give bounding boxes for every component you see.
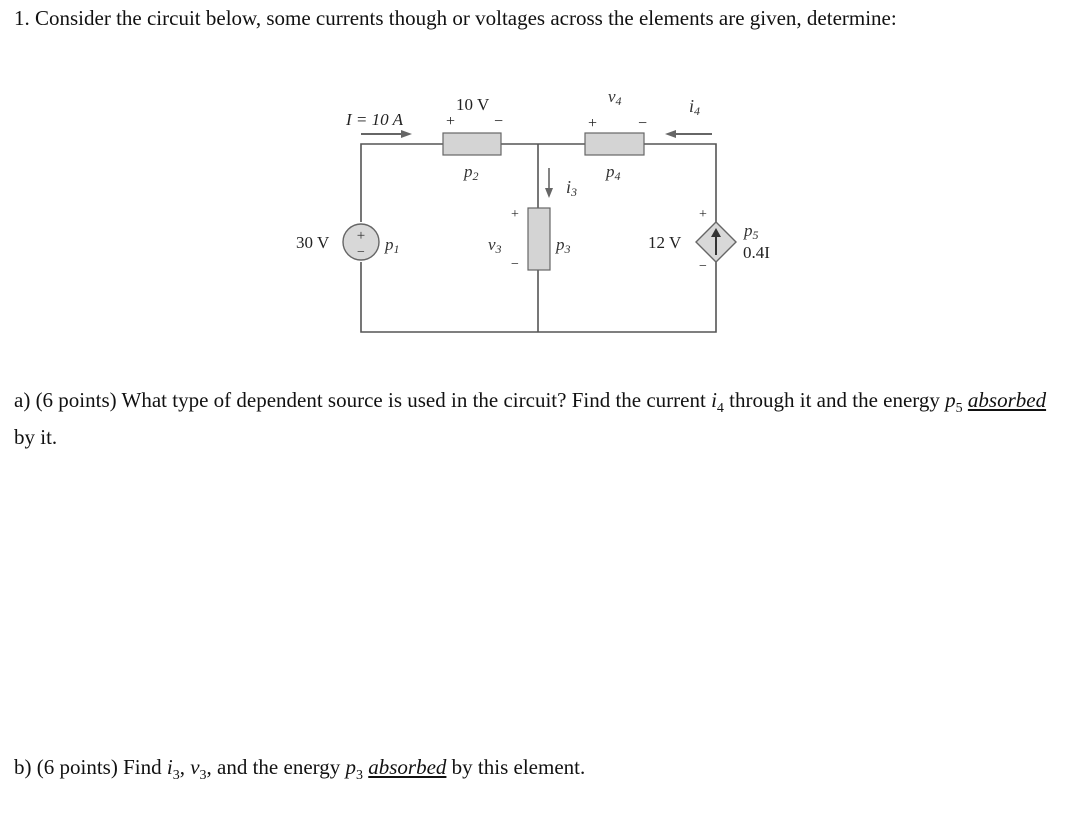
label-v5: 12 V xyxy=(648,233,682,252)
emphasis-absorbed-a: absorbed xyxy=(967,388,1047,412)
label-v4-minus: − xyxy=(638,115,647,132)
label-p2: p2 xyxy=(463,162,479,183)
problem-title: 1. Consider the circuit below, some curr… xyxy=(14,6,897,30)
label-v3-minus: − xyxy=(511,257,519,272)
label-v3: v3 xyxy=(488,235,502,256)
label-v2-minus: − xyxy=(494,113,503,130)
circuit-wires xyxy=(360,143,717,333)
label-v3-plus: + xyxy=(511,207,519,222)
label-v2-plus: + xyxy=(446,113,455,130)
emphasis-absorbed-b: absorbed xyxy=(368,755,447,779)
element-p4 xyxy=(584,132,645,156)
question-part-a: a) (6 points) What type of dependent sou… xyxy=(14,388,1047,450)
label-v5-plus: + xyxy=(699,207,707,222)
arrow-i4-icon xyxy=(665,130,712,138)
wire-left xyxy=(360,143,443,222)
source-plus-sign: + xyxy=(357,228,365,244)
dependent-source-arrow-head xyxy=(711,228,721,237)
label-i3: i3 xyxy=(566,177,577,199)
circuit-diagram: + − I = 10 A 30 V p1 10 V + − p2 v4 + − … xyxy=(296,87,770,333)
element-p3 xyxy=(527,207,551,271)
wire-top-right xyxy=(644,143,717,222)
arrow-I-icon xyxy=(361,130,412,138)
label-v2: 10 V xyxy=(456,95,490,114)
label-v5-minus: − xyxy=(699,259,707,274)
label-i4: i4 xyxy=(689,96,700,118)
source-minus-sign: − xyxy=(357,245,365,260)
label-current-I: I = 10 A xyxy=(345,110,404,129)
label-p4: p4 xyxy=(605,162,621,183)
voltage-source-30v xyxy=(342,223,380,261)
arrow-i3-icon xyxy=(545,168,553,198)
label-dependent-value: 0.4I xyxy=(743,243,770,262)
label-v4: v4 xyxy=(608,87,622,108)
label-p1: p1 xyxy=(384,235,400,256)
element-p2 xyxy=(442,132,502,156)
label-v4-plus: + xyxy=(588,115,597,132)
label-p3: p3 xyxy=(555,235,571,256)
label-source-voltage: 30 V xyxy=(296,233,330,252)
label-p5: p5 xyxy=(743,221,759,242)
question-part-b: b) (6 points) Find i3, v3, and the energ… xyxy=(14,755,586,784)
